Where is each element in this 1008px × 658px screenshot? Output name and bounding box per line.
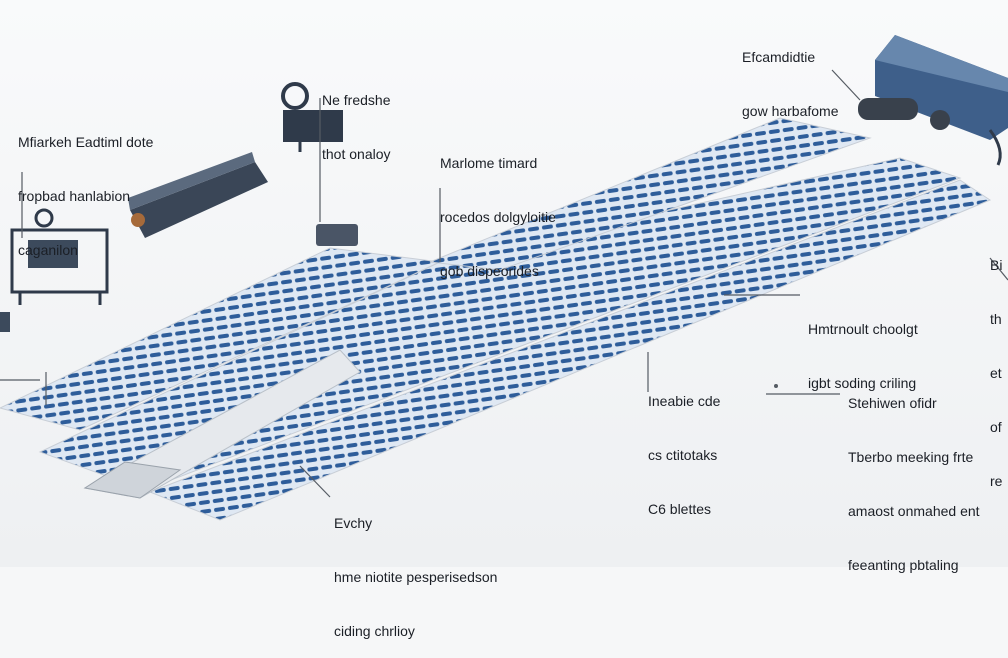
label-top-center-small: Ne fredshe thot onaloy — [322, 55, 391, 181]
label-center-upper: Marlome timard rocedos dolgyloitie gob d… — [440, 118, 556, 298]
leader-line-top-right — [831, 69, 861, 101]
leader-lines — [0, 69, 1008, 498]
panel-strip-upper — [429, 117, 872, 271]
label-center-lower-line-3: C6 blettes — [648, 501, 712, 517]
label-right-middle: Hmtrnoult choolgt igbt soding criling — [808, 284, 918, 410]
label-right-lower-line-4: feeanting pbtaling — [848, 557, 959, 573]
label-right-lower-line-1: Stehiwen ofidr — [848, 395, 937, 411]
label-bottom-center-line-2: hme niotite pesperisedson — [334, 569, 498, 585]
label-top-right-line-1: Efcamdidtie — [742, 49, 816, 65]
label-left-upper: Mfiarkeh Eadtiml dote fropbad hanlabion … — [18, 97, 153, 277]
label-bottom-center-line-1: Evchy — [334, 515, 373, 531]
label-center-lower-line-1: Ineabie cde — [648, 393, 721, 409]
pump-unit-left — [128, 152, 268, 238]
label-right-middle-line-2: igbt soding criling — [808, 375, 917, 391]
leader-line-bottom — [299, 465, 331, 498]
label-top-center-small-line-2: thot onaloy — [322, 146, 391, 162]
junction-box-center — [316, 224, 358, 246]
label-right-edge: Bi th et of re — [990, 220, 1002, 508]
label-right-lower-line-2: Tberbo meeking frte — [848, 449, 974, 465]
label-bottom-center: Evchy hme niotite pesperisedson ciding c… — [334, 478, 497, 658]
panel-strip-lower — [148, 179, 992, 521]
machinery — [0, 35, 1008, 332]
leader-line-right-edge — [989, 257, 1008, 281]
frame-machine-left — [10, 208, 109, 305]
solar-array-diagram — [0, 0, 1008, 567]
label-center-lower-line-2: cs ctitotaks — [648, 447, 718, 463]
label-right-edge-line-1: Bi — [990, 257, 1003, 273]
label-left-upper-line-1: Mfiarkeh Eadtiml dote — [18, 134, 154, 150]
label-right-edge-line-2: th — [990, 311, 1002, 327]
label-right-lower-line-3: amaost onmahed ent — [848, 503, 980, 519]
label-right-middle-line-1: Hmtrnoult choolgt — [808, 321, 918, 337]
label-top-right: Efcamdidtie gow harbafome — [742, 12, 839, 138]
label-bottom-center-line-3: ciding chrlioy — [334, 623, 415, 639]
label-right-lower: Stehiwen ofidr Tberbo meeking frte amaos… — [848, 358, 980, 592]
label-right-edge-line-5: re — [990, 473, 1003, 489]
leader-dot — [774, 384, 778, 388]
tracker-drive-top-right — [858, 35, 1008, 166]
walkway-end-ramp — [83, 461, 182, 499]
label-center-upper-line-2: rocedos dolgyloitie — [440, 209, 556, 225]
valve-unit-top — [281, 82, 343, 152]
label-left-upper-line-3: caganilon — [18, 242, 78, 258]
small-module-left-edge — [0, 312, 10, 332]
label-top-center-small-line-1: Ne fredshe — [322, 92, 391, 108]
label-top-right-line-2: gow harbafome — [742, 103, 839, 119]
label-left-upper-line-2: fropbad hanlabion — [18, 188, 131, 204]
solar-panel-strips — [0, 117, 992, 521]
label-right-edge-line-4: of — [990, 419, 1002, 435]
label-center-upper-line-1: Marlome timard — [440, 155, 538, 171]
label-center-upper-line-3: gob dispeorides — [440, 263, 539, 279]
label-center-lower: Ineabie cde cs ctitotaks C6 blettes — [648, 356, 720, 536]
label-right-edge-line-3: et — [990, 365, 1002, 381]
